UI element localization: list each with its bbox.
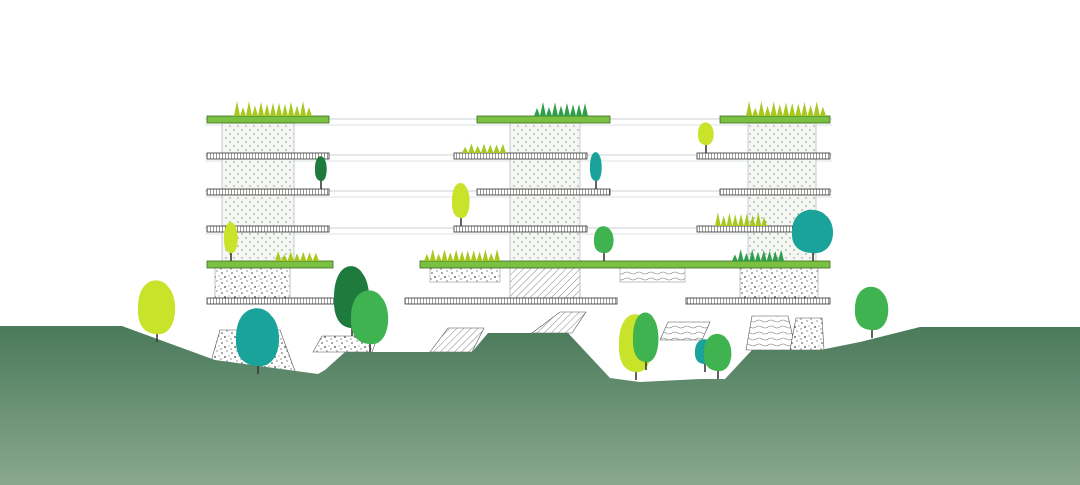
floor-slab <box>206 188 330 196</box>
stair-ramp <box>531 311 587 334</box>
rock-mound <box>789 317 825 351</box>
tree-canopy <box>223 222 238 254</box>
roof-slab-middle <box>476 115 611 124</box>
tree-lime <box>137 280 176 342</box>
tree-canopy <box>235 308 280 367</box>
tree-green <box>350 290 389 352</box>
roof-slab-left <box>206 115 330 124</box>
floor-slab <box>206 152 330 160</box>
tree-canopy <box>697 122 714 146</box>
tree-green <box>854 286 889 338</box>
rock-mound <box>659 321 711 341</box>
building-cores <box>214 122 819 299</box>
tree-teal <box>235 308 280 374</box>
floor-slab <box>453 152 588 160</box>
roof-grass <box>746 101 826 116</box>
podium-block <box>509 267 581 299</box>
podium-block <box>739 267 819 299</box>
terrace-grass <box>424 249 500 261</box>
tree-canopy <box>593 226 614 254</box>
podium-roof-right <box>419 260 831 269</box>
tree-canopy <box>314 156 327 182</box>
podium-block <box>619 267 686 283</box>
floor-slab <box>696 152 831 160</box>
floor-slab <box>476 188 611 196</box>
ground-terrain <box>0 326 1080 485</box>
tree-green <box>632 312 659 370</box>
lower-slab <box>206 297 338 305</box>
roof-grasses <box>234 101 826 261</box>
tree-teal <box>791 209 834 261</box>
tree-teal <box>589 152 602 189</box>
tree-canopy <box>451 182 470 219</box>
floor-slab <box>453 225 588 233</box>
lower-slab <box>685 297 831 305</box>
lower-slab <box>404 297 618 305</box>
floor-slab <box>206 225 330 233</box>
roof-grass <box>234 101 312 116</box>
tree-canopy <box>791 209 834 254</box>
terrace-grass <box>732 249 784 261</box>
tree-green <box>703 333 732 379</box>
tree-lime <box>451 182 470 226</box>
roof-slab-right <box>719 115 831 124</box>
terrace-grass <box>275 251 319 261</box>
roof-grass <box>534 102 588 116</box>
tree-canopy <box>632 312 659 363</box>
tree-canopy <box>137 280 176 335</box>
tree-dark <box>314 156 327 189</box>
terrace-grass <box>462 143 506 153</box>
rock-mound <box>745 315 797 351</box>
podium-block <box>429 267 501 283</box>
floor-slabs <box>206 115 831 305</box>
tree-canopy <box>589 152 602 182</box>
tree-lime <box>697 122 714 153</box>
tree-canopy <box>703 333 732 372</box>
terrace-grass <box>715 212 767 226</box>
tree-canopy <box>350 290 389 345</box>
tree-green <box>593 226 614 261</box>
tree-canopy <box>854 286 889 331</box>
trees <box>137 122 889 380</box>
floor-slab <box>719 188 831 196</box>
podium-block <box>214 267 291 299</box>
podium-roof-left <box>206 260 334 269</box>
tree-lime <box>223 222 238 261</box>
